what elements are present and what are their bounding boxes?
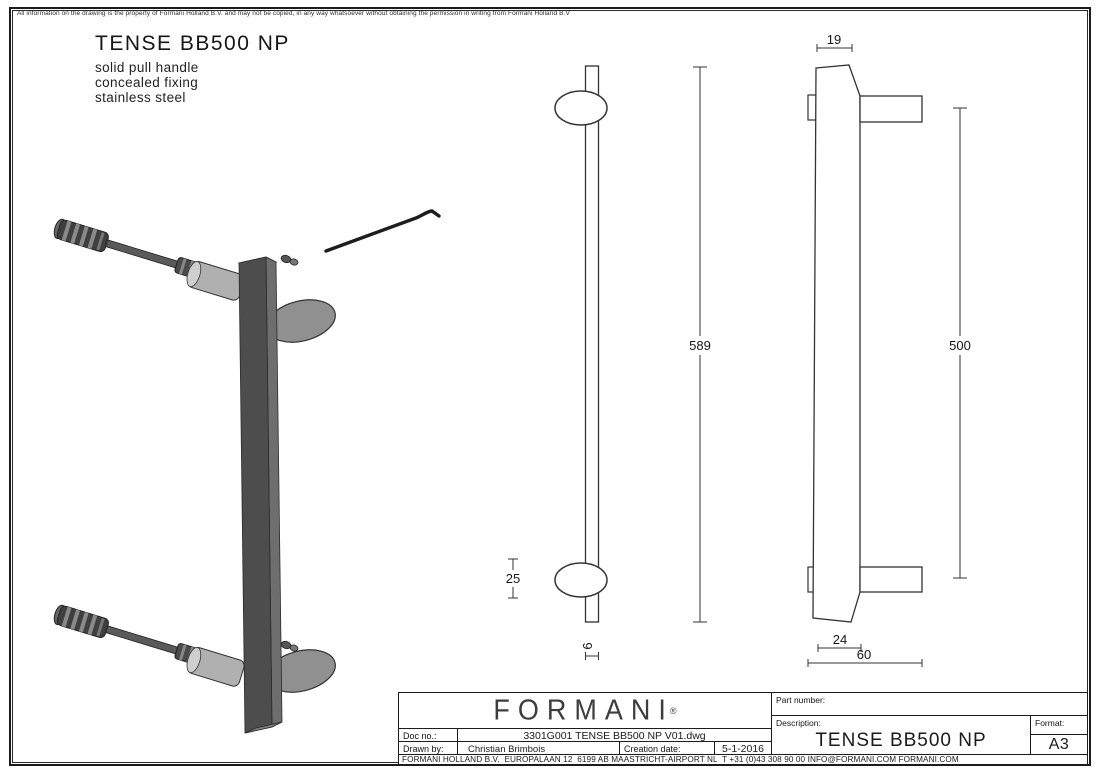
description-value: TENSE BB500 NP: [815, 730, 987, 751]
part-number-label: Part number:: [776, 695, 826, 705]
subtitle-line-2: concealed fixing: [95, 75, 199, 90]
isometric-exploded-view: [53, 209, 441, 734]
description-label: Description:: [776, 718, 821, 728]
dimension-19: [816, 44, 853, 52]
dimension-25: [508, 558, 518, 599]
description-cell: Description: TENSE BB500 NP: [771, 715, 1031, 755]
subtitle-line-3: stainless steel: [95, 90, 186, 105]
front-bottom-rose: [554, 562, 608, 598]
drawing-subtitle: solid pull handle concealed fixing stain…: [95, 60, 199, 105]
bottom-mounting-boss: [186, 646, 245, 687]
handle-bar-3d: [237, 256, 283, 734]
company-address-footer: FORMANI HOLLAND B.V. EUROPALAAN 12 6199 …: [398, 754, 1088, 765]
dimension-25-label: 25: [506, 571, 520, 586]
front-top-rose: [554, 90, 608, 126]
front-bar: [584, 65, 600, 623]
dimension-24: [817, 644, 862, 652]
copyright-disclaimer: All information on the drawing is the pr…: [17, 10, 570, 17]
dimension-589-label: 589: [689, 338, 711, 353]
dimension-500-label: 500: [949, 338, 971, 353]
dimension-60-label: 60: [857, 647, 871, 662]
registered-trademark-symbol: ®: [669, 705, 677, 716]
subtitle-line-1: solid pull handle: [95, 60, 199, 75]
part-number-cell: Part number:: [771, 692, 1088, 716]
bottom-grub-screw: [280, 640, 299, 652]
side-view: 19 500 24 60: [807, 32, 971, 667]
drawn-by-label: Drawn by:: [398, 741, 458, 755]
drawn-by-value: Christian Brimbois: [457, 741, 620, 755]
doc-no-value: 3301G001 TENSE BB500 NP V01.dwg: [457, 728, 772, 742]
allen-key: [324, 209, 441, 253]
format-label-cell: Format:: [1030, 715, 1088, 735]
format-value: A3: [1030, 734, 1088, 755]
creation-date-label: Creation date:: [619, 741, 715, 755]
dimension-6: [585, 652, 599, 660]
side-bottom-stud: [859, 566, 923, 593]
title-block-logo-cell: FORMANI®: [398, 692, 772, 729]
dimension-6-label: 6: [580, 642, 595, 649]
format-label: Format:: [1035, 718, 1065, 728]
top-mounting-boss: [186, 260, 245, 301]
top-grub-screw: [280, 254, 299, 266]
dimension-24-label: 24: [833, 632, 847, 647]
side-bar-profile: [812, 64, 861, 623]
dimension-500: [953, 107, 967, 579]
front-view: 589 25 6: [506, 65, 711, 660]
side-top-stud: [859, 95, 923, 123]
formani-logo: FORMANI: [493, 694, 674, 726]
dimension-19-label: 19: [827, 32, 841, 47]
dimension-60: [807, 659, 923, 667]
drawing-title: TENSE BB500 NP: [95, 32, 290, 55]
dimension-589: [693, 66, 707, 623]
creation-date-value: 5-1-2016: [714, 741, 772, 755]
doc-no-label: Doc no.:: [398, 728, 458, 742]
